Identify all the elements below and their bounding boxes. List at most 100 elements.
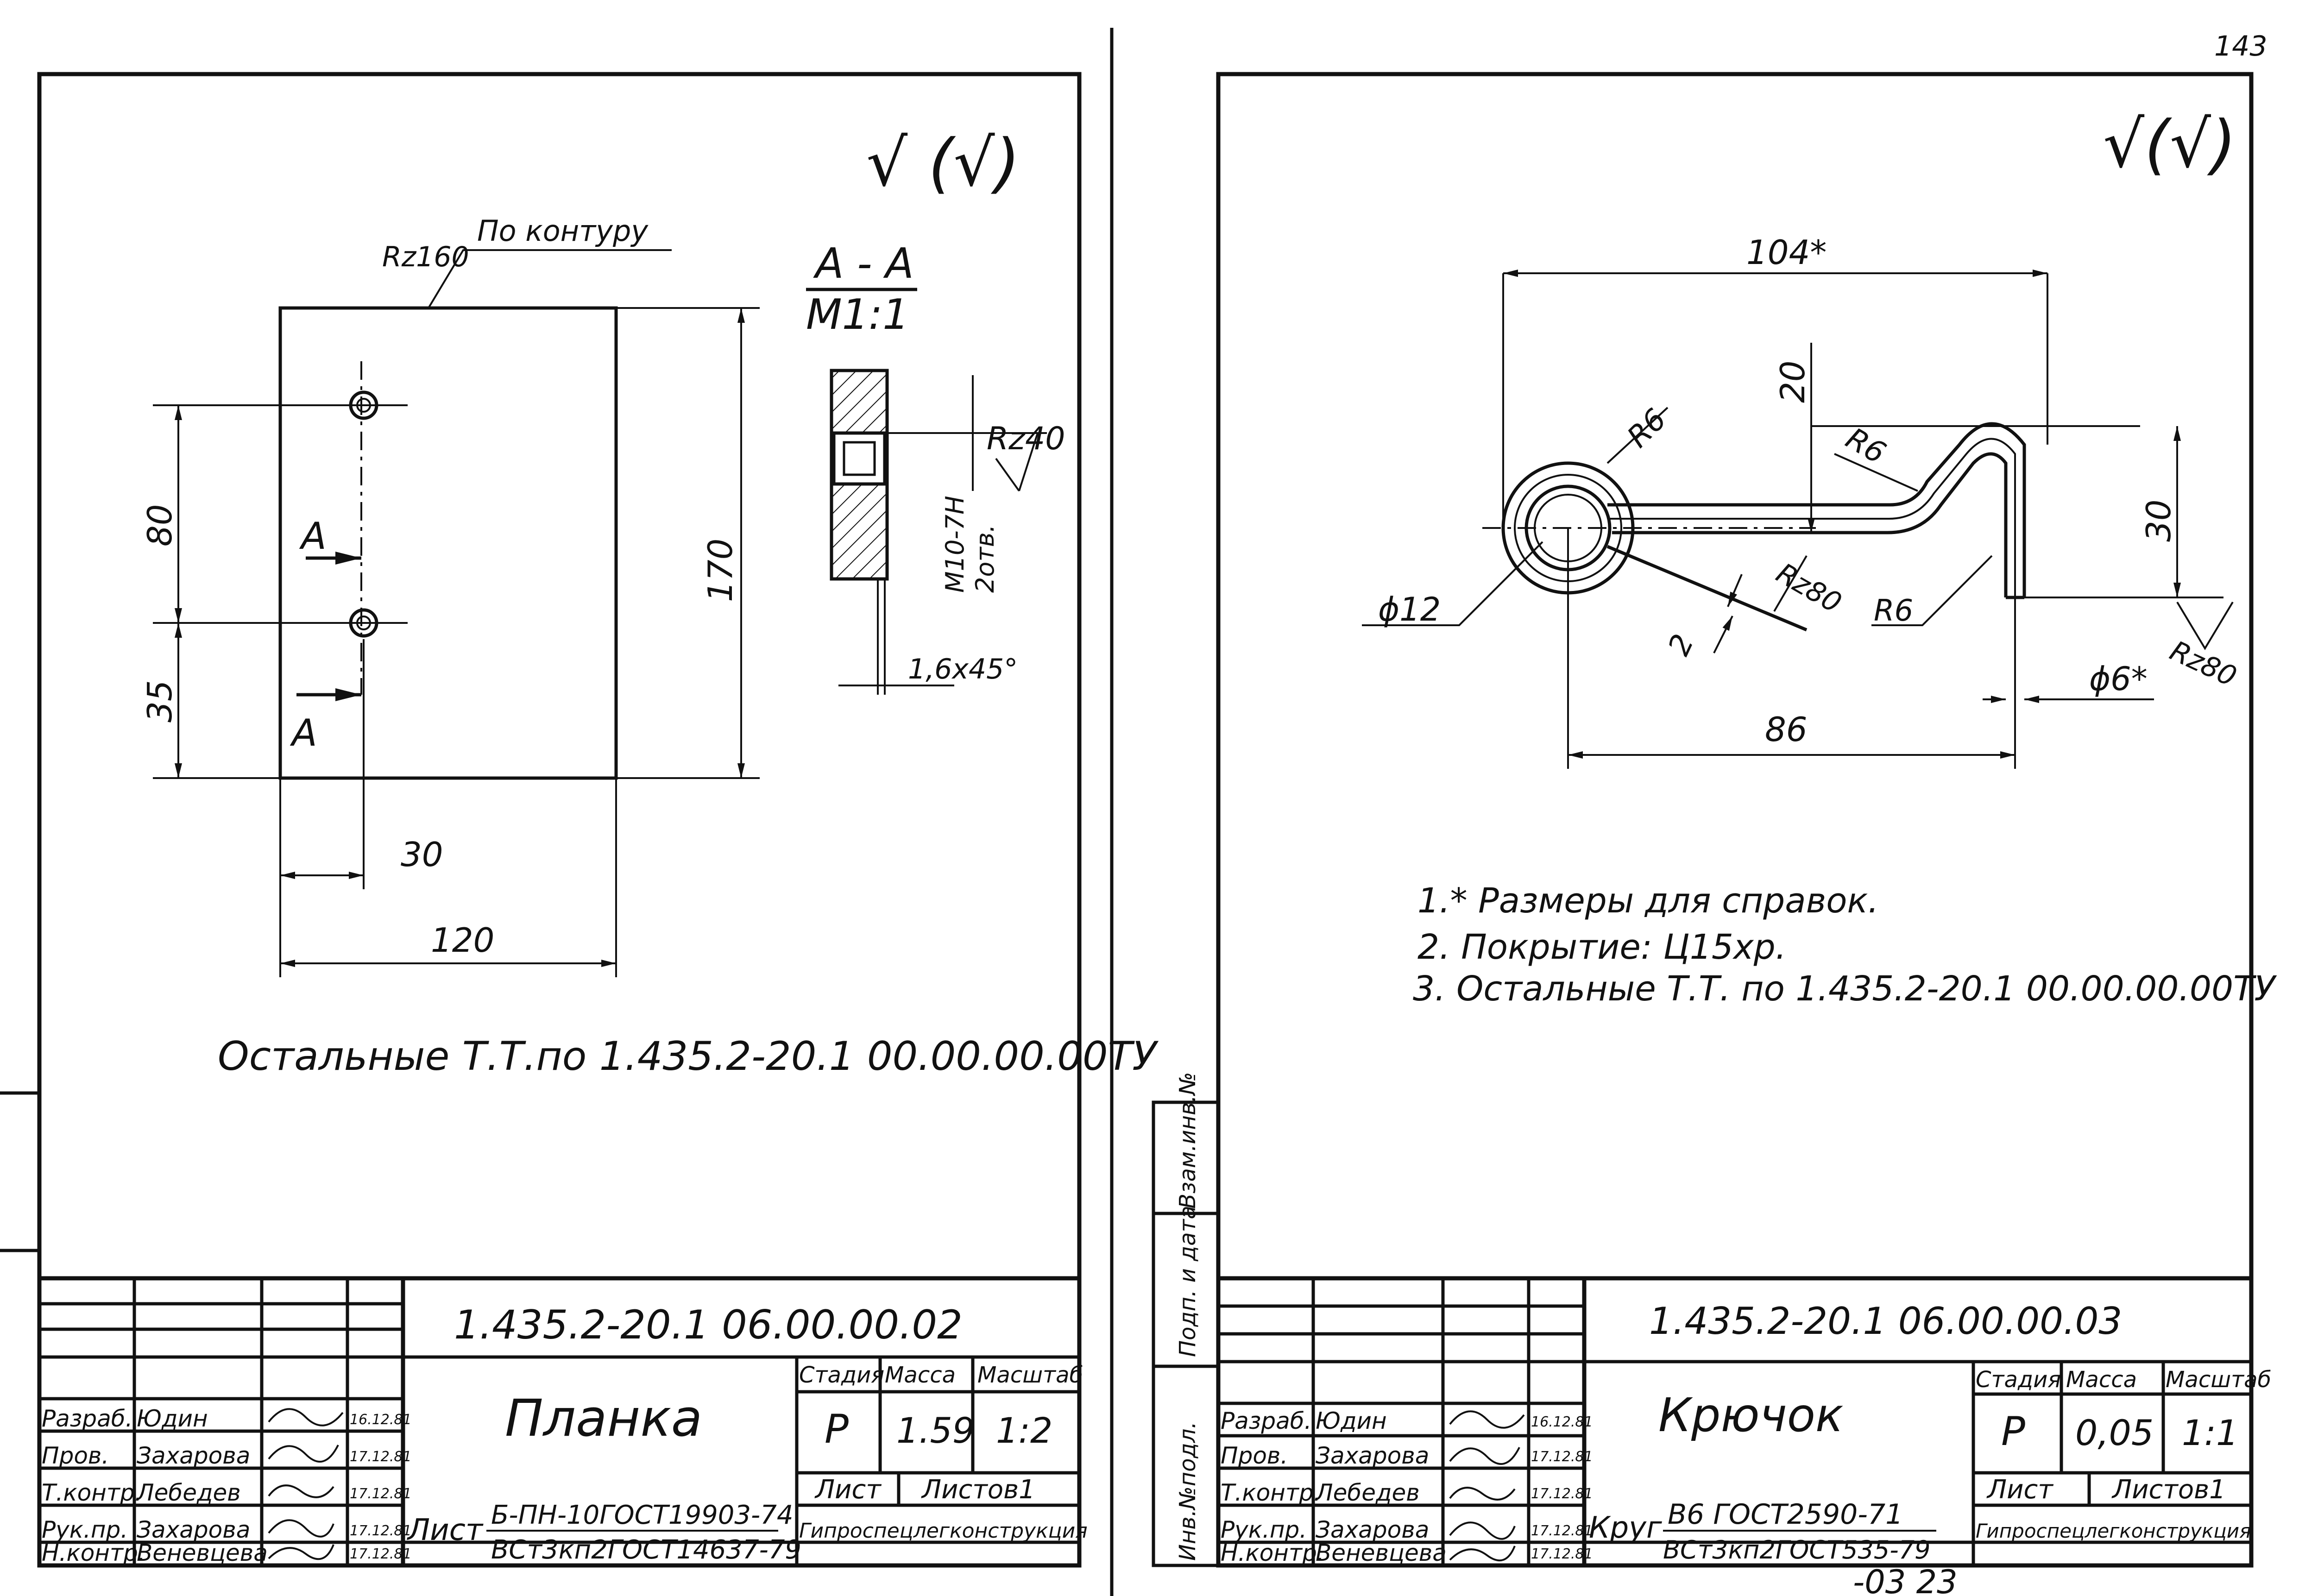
left-signatures xyxy=(268,1408,344,1560)
section-mark-2: А xyxy=(290,711,317,754)
right-sheets-label: Листов1 xyxy=(2111,1475,2226,1505)
left-organization: Гипроспецлегконструкция xyxy=(799,1519,1088,1543)
right-name-3: Захарова xyxy=(1316,1516,1429,1543)
left-mass-header: Масса xyxy=(885,1362,956,1388)
right-frame xyxy=(1216,72,2254,1568)
left-name-4: Веневцева xyxy=(137,1539,268,1566)
hole-1 xyxy=(340,390,408,420)
left-name-1: Захарова xyxy=(137,1442,250,1469)
left-name-2: Лебедев xyxy=(136,1479,241,1506)
right-date-1: 17.12.81 xyxy=(1531,1449,1593,1465)
right-mass-header: Масса xyxy=(2066,1367,2137,1393)
right-role-1: Пров. xyxy=(1221,1442,1288,1469)
right-roughness-symbol: √(√) xyxy=(2103,107,2236,182)
left-material-prefix: Лист xyxy=(407,1513,484,1547)
side-stamp-0: Инв.№подл. xyxy=(1175,1421,1201,1561)
right-part-name: Крючок xyxy=(1658,1388,1843,1442)
left-sheets-label: Листов1 xyxy=(921,1475,1035,1505)
contour-label: По контуру xyxy=(477,214,649,248)
right-date-0: 16.12.81 xyxy=(1531,1414,1593,1430)
right-role-4: Н.контр. xyxy=(1221,1539,1324,1566)
hook-drawing xyxy=(1482,422,2026,632)
radius-3: R6 xyxy=(1874,594,1913,628)
right-sheet-label: Лист xyxy=(1986,1475,2053,1505)
dim-104: 104* xyxy=(1746,233,1827,272)
left-stage-header: Стадия xyxy=(799,1362,884,1388)
side-stamp-1: Подп. и дата xyxy=(1175,1206,1201,1357)
bottom-code: -03 23 xyxy=(1853,1563,1958,1596)
left-doc-code: 1.435.2-20.1 06.00.00.02 xyxy=(454,1302,963,1348)
dim-86: 86 xyxy=(1765,710,1808,749)
chamfer: 1,6х45° xyxy=(908,653,1018,685)
left-scale-header: Масштаб xyxy=(977,1362,1083,1388)
left-title-block: 1.435.2-20.1 06.00.00.02 Планка Стадия М… xyxy=(39,1276,1088,1566)
side-stamp: Инв.№подл. Подп. и дата Взам.инв.№ xyxy=(1152,1072,1220,1567)
left-name-3: Захарова xyxy=(137,1516,250,1543)
right-title-block: 1.435.2-20.1 06.00.00.03 Крючок Стадия М… xyxy=(1218,1276,2271,1566)
left-date-2: 17.12.81 xyxy=(350,1486,412,1502)
left-scale: 1:2 xyxy=(996,1410,1052,1451)
sheet-left: √ (√) А А Rz160 По контуру 80 35 xyxy=(0,72,1159,1568)
left-mass: 1.59 xyxy=(896,1410,975,1451)
left-date-1: 17.12.81 xyxy=(350,1449,412,1465)
left-note: Остальные Т.Т.по 1.435.2-20.1 00.00.00.0… xyxy=(218,1033,1159,1080)
diam-12: ϕ12 xyxy=(1378,591,1441,628)
right-stage: Р xyxy=(2001,1408,2025,1455)
section-mark-1: А xyxy=(299,515,327,558)
dim-35: 35 xyxy=(140,680,179,723)
diam-6: ϕ6* xyxy=(2089,660,2148,698)
right-role-0: Разраб. xyxy=(1221,1407,1311,1434)
hole-count: 2отв. xyxy=(970,524,1000,593)
left-date-4: 17.12.81 xyxy=(350,1546,412,1562)
left-role-2: Т.контр. xyxy=(42,1479,142,1506)
right-name-0: Юдин xyxy=(1316,1407,1387,1434)
right-material-line1: В6 ГОСТ2590-71 xyxy=(1668,1498,1903,1531)
right-scale-header: Масштаб xyxy=(2166,1367,2271,1393)
dim-30: 30 xyxy=(401,835,443,874)
right-doc-code: 1.435.2-20.1 06.00.00.03 xyxy=(1649,1300,2122,1343)
left-material-line1: Б-ПН-10ГОСТ19903-74 xyxy=(491,1500,794,1530)
side-stamp-2: Взам.инв.№ xyxy=(1175,1072,1201,1209)
left-date-0: 16.12.81 xyxy=(350,1412,412,1428)
right-date-3: 17.12.81 xyxy=(1531,1523,1593,1539)
roughness-2: Rz80 xyxy=(2165,635,2242,693)
left-part-name: Планка xyxy=(505,1389,702,1448)
left-date-3: 17.12.81 xyxy=(350,1523,412,1539)
roughness-1: Rz80 xyxy=(1771,557,1847,619)
hole-2 xyxy=(340,608,408,638)
dim-30-right: 30 xyxy=(2139,499,2178,542)
right-name-2: Лебедев xyxy=(1315,1479,1420,1506)
page-number: 143 xyxy=(2214,30,2268,63)
left-role-1: Пров. xyxy=(42,1442,109,1469)
right-signatures xyxy=(1449,1410,1525,1562)
right-role-2: Т.контр. xyxy=(1221,1479,1321,1506)
left-name-0: Юдин xyxy=(137,1405,208,1432)
right-date-2: 17.12.81 xyxy=(1531,1486,1593,1502)
right-date-4: 17.12.81 xyxy=(1531,1546,1593,1562)
section-scale: М1:1 xyxy=(806,290,909,339)
plate-outline xyxy=(278,306,618,780)
left-sheet-label: Лист xyxy=(814,1475,882,1505)
left-frame xyxy=(37,72,1082,1568)
right-name-1: Захарова xyxy=(1316,1442,1429,1469)
left-role-0: Разраб. xyxy=(42,1405,132,1432)
radius-2: R6 xyxy=(1840,421,1891,471)
right-note-1: 1.* Размеры для справок. xyxy=(1417,881,1879,921)
thread-note: М10-7Н xyxy=(940,496,970,593)
left-stage: Р xyxy=(825,1406,849,1452)
right-material-line2: ВСт3кп2ГОСТ535-79 xyxy=(1663,1535,1930,1565)
section-roughness: Rz40 xyxy=(987,421,1065,457)
section-view xyxy=(830,369,1047,695)
right-scale: 1:1 xyxy=(2182,1412,2238,1453)
dim-120: 120 xyxy=(431,921,494,960)
section-title: А - А xyxy=(813,239,914,288)
left-role-3: Рук.пр. xyxy=(42,1516,128,1543)
contour-roughness: Rz160 xyxy=(382,241,469,273)
dim-20: 20 xyxy=(1773,360,1812,403)
left-roughness-symbol: √ (√) xyxy=(866,126,1020,201)
right-stage-header: Стадия xyxy=(1976,1367,2061,1393)
sheet-right: √(√) 104* 20 30 86 xyxy=(1110,28,2277,1596)
dim-2: 2 xyxy=(1662,629,1701,661)
right-mass: 0,05 xyxy=(2075,1412,2154,1453)
left-material-line2: ВСт3кп2ГОСТ14637-79 xyxy=(491,1535,801,1565)
